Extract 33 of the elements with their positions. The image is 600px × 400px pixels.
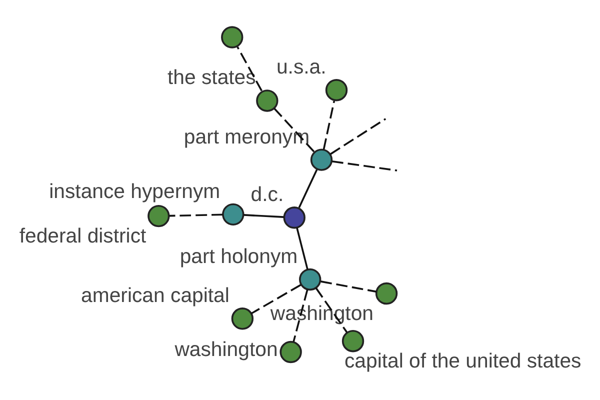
node-circle: [231, 307, 254, 330]
connector: [274, 107, 315, 152]
node-label: d.c.: [250, 184, 284, 206]
node-circle: [148, 204, 170, 227]
node-circle: [222, 202, 244, 226]
node-circle: [283, 206, 306, 228]
connector: [320, 280, 377, 292]
connector: [330, 118, 386, 154]
node-label: the states: [168, 66, 256, 89]
node-circle: [325, 78, 348, 101]
node-label: instance hypernym: [49, 180, 220, 202]
node-label: american capital: [81, 284, 230, 307]
node-label: u.s.a.: [276, 56, 326, 78]
connector: [298, 168, 318, 208]
connector: [332, 160, 398, 171]
node-label: washington: [174, 338, 278, 360]
connector: [169, 213, 223, 216]
node-label: federal district: [19, 225, 146, 248]
connector: [296, 227, 308, 270]
connector: [250, 284, 302, 314]
node-circle: [221, 26, 244, 48]
node-label: capital of the united states: [344, 350, 582, 372]
connector: [322, 100, 336, 150]
node-circle: [310, 148, 333, 170]
connector: [244, 214, 284, 218]
node-circle: [299, 268, 322, 290]
node-circle: [280, 340, 302, 363]
connector: [236, 46, 262, 91]
node-circle: [375, 282, 398, 304]
node-circle: [342, 330, 364, 352]
node-label: part meronym: [184, 126, 310, 148]
node-label: part holonym: [180, 245, 298, 268]
node-circle: [256, 89, 278, 112]
